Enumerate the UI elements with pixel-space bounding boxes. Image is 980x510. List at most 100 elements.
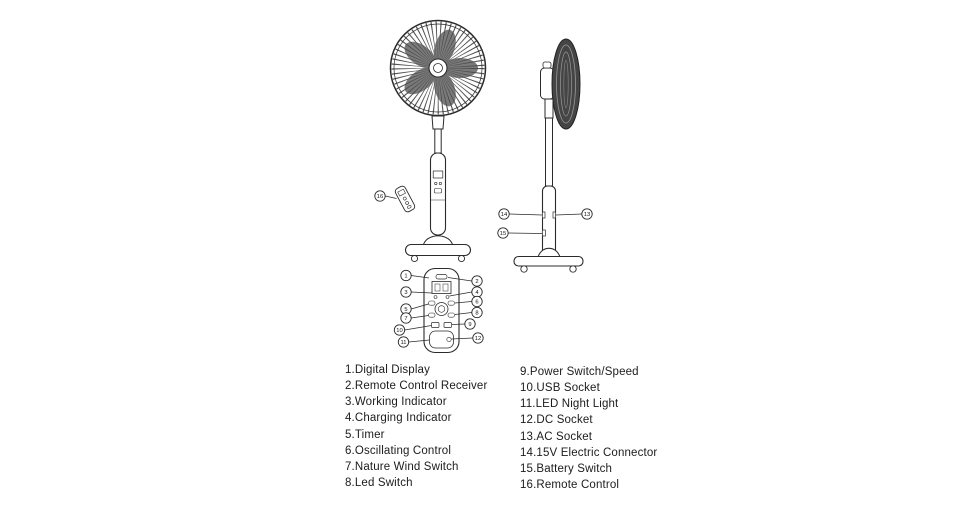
part-label-digital-display: 1.Digital Display: [345, 364, 430, 376]
callout-2-number: 2: [475, 279, 478, 285]
side-fan-head-ring-2: [560, 51, 572, 117]
fan-grille-rim-inner: [393, 23, 483, 113]
callout-14-number: 14: [501, 212, 508, 218]
callout-6: 6: [471, 295, 483, 308]
panel-usb-socket: [431, 322, 440, 328]
part-label-timer: 5.Timer: [345, 428, 385, 441]
panel-button-nature-wind: [428, 312, 436, 318]
callout-bubbles: 1 2 3 4 6 5 8: [374, 190, 593, 348]
fan-neck: [431, 115, 445, 130]
callout-10: 10: [393, 324, 406, 336]
housing-dot-1: [434, 182, 438, 186]
fan-caster-left: [410, 254, 419, 263]
housing-button-pad: [433, 188, 442, 194]
parts-list-right-column: 9.Power Switch/Speed 10.USB Socket 11.LE…: [520, 364, 657, 493]
panel-dial-inner: [437, 305, 446, 313]
side-caster-left: [520, 265, 528, 273]
housing-display: [432, 170, 444, 179]
callout-11: 11: [397, 336, 410, 348]
panel-display-digit-2: [442, 283, 449, 292]
panel-display-digit-1: [434, 283, 441, 292]
callout-15-number: 15: [500, 231, 506, 237]
remote-button-2: [405, 201, 409, 205]
remote-control-drawing: [394, 185, 416, 213]
remote-screen: [397, 188, 406, 197]
part-label-remote-control-receiver: 2.Remote Control Receiver: [345, 380, 488, 393]
part-label-remote-control: 16.Remote Control: [520, 479, 620, 492]
panel-digital-display: [431, 281, 452, 294]
panel-button-timer: [428, 300, 436, 306]
parts-list-left-column: 1.Digital Display 2.Remote Control Recei…: [345, 362, 487, 491]
side-neck: [544, 98, 554, 119]
part-label-led-night-light: 11.LED Night Light: [520, 398, 619, 411]
part-label-working-indicator: 3.Working Indicator: [345, 396, 447, 409]
callout-leader-lines: [385, 195, 582, 343]
part-label-dc-socket: 12.DC Socket: [520, 414, 593, 427]
part-label-battery-switch: 15.Battery Switch: [520, 462, 613, 475]
fan-pole-upper: [434, 128, 442, 154]
side-fan-head: [551, 38, 581, 130]
part-label-nature-wind-switch: 7.Nature Wind Switch: [345, 460, 459, 473]
fan-base-plate: [404, 243, 472, 257]
fan-base-dome: [422, 235, 454, 247]
part-label-15v-electric-connector: 14.15V Electric Connector: [520, 446, 658, 459]
panel-button-oscillating: [447, 300, 455, 306]
panel-dial-outer: [434, 302, 449, 316]
part-label-oscillating-control: 6.Oscillating Control: [345, 444, 452, 457]
side-pole-upper: [545, 117, 553, 187]
callout-1: 1: [400, 269, 412, 282]
control-panel-detail: [423, 267, 460, 354]
side-base-plate: [513, 255, 584, 267]
panel-power-switch: [443, 322, 452, 328]
callout-4: 4: [471, 286, 483, 298]
side-caster-right: [569, 265, 577, 273]
callout-16: 16: [374, 190, 386, 202]
fan-side-view: [513, 38, 584, 273]
callout-9: 9: [464, 318, 476, 330]
fan-caster-right: [457, 254, 466, 263]
remote-button-3: [407, 205, 412, 209]
part-label-power-switch-speed: 9.Power Switch/Speed: [520, 366, 639, 378]
part-label-charging-indicator: 4.Charging Indicator: [345, 412, 452, 425]
fan-grille-spokes: [391, 21, 485, 115]
callout-6-number: 6: [475, 300, 478, 306]
panel-ir-receiver: [435, 274, 448, 280]
side-base-dome: [537, 247, 561, 258]
callout-8-number: 8: [475, 311, 478, 317]
callout-8: 8: [471, 306, 483, 319]
callout-16-number: 16: [377, 194, 383, 200]
side-battery-switch-mark: [542, 229, 546, 237]
panel-led-night-light: [429, 330, 454, 349]
callout-14: 14: [498, 208, 510, 220]
side-electric-connector-mark: [542, 211, 546, 219]
side-fan-head-ring-1: [556, 44, 576, 124]
fan-front-view: [389, 19, 487, 263]
side-ac-socket-mark: [552, 211, 556, 219]
callout-9-number: 9: [468, 322, 471, 328]
callout-10-number: 10: [396, 328, 402, 334]
callout-3: 3: [400, 286, 412, 298]
remote-button-1: [402, 196, 407, 201]
part-label-usb-socket: 10.USB Socket: [520, 382, 600, 395]
callout-13: 13: [581, 208, 593, 220]
housing-dot-2: [438, 182, 442, 186]
callout-12: 12: [472, 332, 484, 344]
callout-5-number: 5: [404, 307, 407, 313]
callout-7-number: 7: [404, 316, 407, 322]
side-motor-cap: [542, 61, 552, 69]
callout-12-number: 12: [475, 336, 481, 342]
part-label-led-switch: 8.Led Switch: [345, 477, 413, 490]
callout-2: 2: [471, 275, 483, 287]
panel-working-indicator: [433, 295, 438, 299]
panel-button-led: [447, 312, 455, 318]
panel-dc-socket: [446, 336, 452, 342]
callout-15: 15: [497, 227, 509, 239]
fan-hub-cap: [433, 63, 443, 73]
callout-11-number: 11: [400, 340, 406, 346]
callout-3-number: 3: [404, 290, 407, 296]
fan-housing: [429, 152, 447, 236]
callout-1-number: 1: [404, 274, 407, 280]
callout-7: 7: [400, 312, 412, 324]
